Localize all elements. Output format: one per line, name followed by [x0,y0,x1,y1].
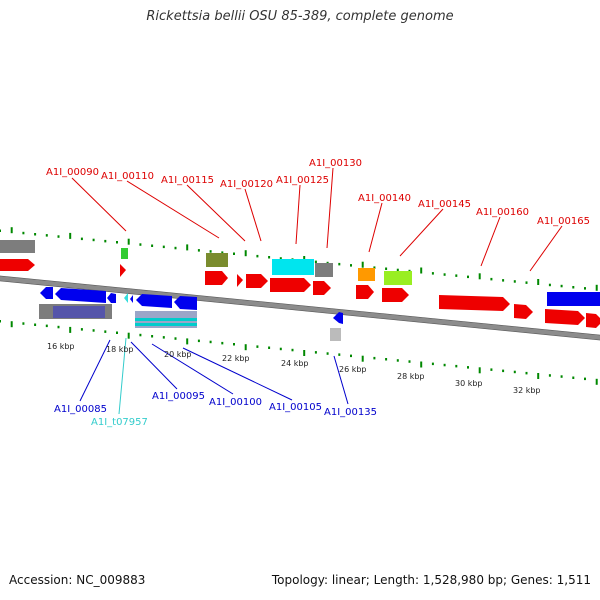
gene-label-a1i-00100: A1I_00100 [209,397,262,408]
reverse-gene [174,296,197,310]
gene-label-a1i-00130: A1I_00130 [309,158,362,169]
forward-gene [205,271,228,285]
gene-label-a1i-00135: A1I_00135 [324,407,377,418]
forward-gene [382,288,409,302]
gene-label-a1i-00085: A1I_00085 [54,404,107,415]
scale-label-32kbp: 32 kbp [513,386,541,395]
scale-label-30kbp: 30 kbp [455,379,483,388]
forward-gene [246,274,268,288]
feature-box [358,268,375,281]
gene-label-a1i-00095: A1I_00095 [152,391,205,402]
scale-label-16kbp: 16 kbp [47,342,75,351]
feature-box [315,263,333,277]
scale-label-20kbp: 20 kbp [164,350,192,359]
feature-box [135,323,197,326]
reverse-gene [40,287,53,299]
feature-box [384,271,412,285]
top-leader-lines [71,167,563,272]
scale-ticks-bottom [0,320,598,385]
forward-gene [313,281,331,295]
reverse-gene [107,293,116,303]
gene-label-a1i-00090: A1I_00090 [46,167,99,178]
forward-gene [514,304,533,319]
forward-gene [237,274,243,287]
feature-box [121,248,128,259]
gene-label-a1i-00110: A1I_00110 [101,171,154,182]
forward-gene [356,285,374,299]
scale-label-28kbp: 28 kbp [397,372,425,381]
gene-label-a1i-00140: A1I_00140 [358,193,411,204]
genome-info-text: Topology: linear; Length: 1,528,980 bp; … [271,573,591,587]
scale-label-18kbp: 18 kbp [106,345,134,354]
reverse-gene [130,295,133,303]
bottom-leader-lines [79,337,349,415]
page-title: Rickettsia bellii OSU 85-389, complete g… [146,9,454,24]
forward-gene [586,313,600,328]
forward-gene [270,278,311,292]
feature-box [53,306,105,318]
gene-label-a1i-00145: A1I_00145 [418,199,471,210]
gene-label-a1i-t07957: A1I_t07957 [91,417,148,428]
scale-label-26kbp: 26 kbp [339,365,367,374]
feature-box [272,259,314,275]
reverse-gene [136,294,172,308]
genome-backbone [0,275,600,341]
feature-box [0,240,35,253]
gene-label-a1i-00120: A1I_00120 [220,179,273,190]
forward-gene [545,309,585,325]
scale-ticks-top [0,227,598,291]
scale-label-22kbp: 22 kbp [222,354,250,363]
gene-label-a1i-00160: A1I_00160 [476,207,529,218]
forward-gene [439,295,510,311]
feature-box [330,328,341,341]
forward-gene [120,264,126,277]
feature-box [206,253,228,267]
trna-gene [124,293,128,303]
reverse-gene [333,312,343,324]
accession-text: Accession: NC_009883 [9,573,146,587]
gene-label-a1i-00125: A1I_00125 [276,175,329,186]
gene-label-a1i-00105: A1I_00105 [269,402,322,413]
feature-box [135,318,197,321]
reverse-gene [55,288,106,303]
scale-label-24kbp: 24 kbp [281,359,309,368]
forward-gene [0,259,35,271]
gene-label-a1i-00165: A1I_00165 [537,216,590,227]
reverse-gene [547,292,600,306]
gene-label-a1i-00115: A1I_00115 [161,175,214,186]
